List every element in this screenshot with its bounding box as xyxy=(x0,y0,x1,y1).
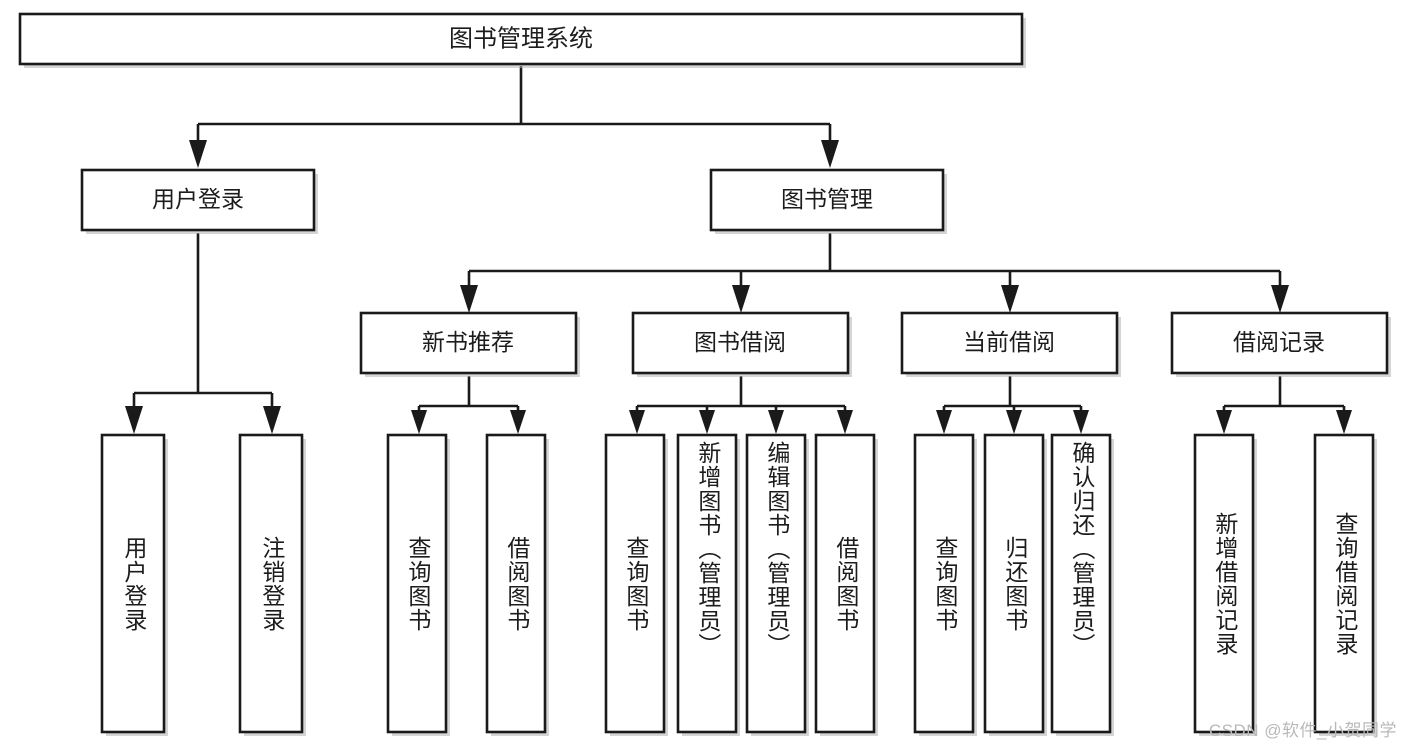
leaf-node-7-box[interactable] xyxy=(814,433,876,734)
arrowhead-book-manage xyxy=(821,140,839,168)
leaf-node-6[interactable] xyxy=(745,433,809,736)
leaf-node-5-box[interactable] xyxy=(676,433,738,734)
leaf-node-1[interactable] xyxy=(238,433,306,736)
node-user-login-label: 用户登录 xyxy=(152,186,244,212)
leaf-node-9[interactable] xyxy=(983,433,1047,736)
leaf-node-2[interactable] xyxy=(386,433,450,736)
arrowhead-currentborrow xyxy=(1001,285,1019,313)
arrowhead-leaf-7 xyxy=(837,410,853,434)
arrowhead-leaf-10 xyxy=(1073,410,1089,434)
node-borrow-record[interactable] xyxy=(1170,311,1391,377)
arrowhead-borrowrecord xyxy=(1271,285,1289,313)
node-root[interactable] xyxy=(18,12,1026,68)
connector-group-newbook xyxy=(411,376,526,434)
leaf-node-4[interactable] xyxy=(604,433,668,736)
arrowhead-leaf-6 xyxy=(768,410,784,434)
leaf-node-7[interactable] xyxy=(814,433,878,736)
node-book-manage-label: 图书管理 xyxy=(781,186,873,212)
arrowhead-leaf-0 xyxy=(125,406,143,434)
leaf-node-11[interactable] xyxy=(1193,433,1257,736)
node-root-label: 图书管理系统 xyxy=(449,25,593,52)
leaf-node-12-box[interactable] xyxy=(1313,433,1375,734)
arrowhead-leaf-2 xyxy=(411,410,427,434)
node-new-book-recommend-label: 新书推荐 xyxy=(422,329,514,355)
node-book-manage[interactable] xyxy=(709,168,947,234)
leaf-node-1-box[interactable] xyxy=(238,433,304,734)
connector-group-book-manage xyxy=(460,233,1289,313)
leaf-node-2-box[interactable] xyxy=(386,433,448,734)
node-book-borrow-label: 图书借阅 xyxy=(694,329,786,355)
node-borrow-record-box[interactable] xyxy=(1170,311,1389,375)
arrowhead-leaf-5 xyxy=(699,410,715,434)
connector-group-borrowrecord xyxy=(1216,376,1352,434)
arrowhead-leaf-11 xyxy=(1216,410,1232,434)
leaf-node-9-box[interactable] xyxy=(983,433,1045,734)
node-user-login[interactable] xyxy=(80,168,318,234)
arrowhead-leaf-1 xyxy=(263,406,281,434)
node-borrow-record-label: 借阅记录 xyxy=(1233,329,1325,355)
leaf-node-3[interactable] xyxy=(485,433,549,736)
node-current-borrow-box[interactable] xyxy=(900,311,1119,375)
arrowhead-leaf-9 xyxy=(1006,410,1022,434)
arrowhead-leaf-8 xyxy=(936,410,952,434)
node-new-book-recommend[interactable] xyxy=(359,311,580,377)
node-book-borrow-box[interactable] xyxy=(631,311,850,375)
connector-group-borrowbook xyxy=(629,376,853,434)
arrowhead-user-login xyxy=(189,140,207,168)
leaf-node-6-box[interactable] xyxy=(745,433,807,734)
watermark-text: CSDN @软件_小贺同学 xyxy=(1208,721,1397,740)
connector-group-user-login xyxy=(125,233,281,434)
leaf-node-10[interactable] xyxy=(1050,433,1114,736)
leaf-node-8-box[interactable] xyxy=(913,433,975,734)
connector-group-currentborrow xyxy=(936,376,1089,434)
node-root-box[interactable] xyxy=(18,12,1024,66)
leaf-node-12[interactable] xyxy=(1313,433,1377,736)
leaf-node-3-box[interactable] xyxy=(485,433,547,734)
leaf-node-10-box[interactable] xyxy=(1050,433,1112,734)
arrowhead-borrowbook xyxy=(732,285,750,313)
arrowhead-leaf-4 xyxy=(629,410,645,434)
leaf-node-8[interactable] xyxy=(913,433,977,736)
leaf-node-0-box[interactable] xyxy=(100,433,166,734)
connector-group-root xyxy=(189,66,839,168)
node-book-borrow[interactable] xyxy=(631,311,852,377)
leaf-node-11-box[interactable] xyxy=(1193,433,1255,734)
node-new-book-recommend-box[interactable] xyxy=(359,311,578,375)
arrowhead-newbook xyxy=(460,285,478,313)
node-current-borrow-label: 当前借阅 xyxy=(963,329,1055,355)
arrowhead-leaf-3 xyxy=(510,410,526,434)
node-book-manage-box[interactable] xyxy=(709,168,945,232)
arrowhead-leaf-12 xyxy=(1336,410,1352,434)
node-current-borrow[interactable] xyxy=(900,311,1121,377)
leaf-node-0[interactable] xyxy=(100,433,168,736)
leaf-node-5[interactable] xyxy=(676,433,740,736)
node-user-login-box[interactable] xyxy=(80,168,316,232)
leaf-node-4-box[interactable] xyxy=(604,433,666,734)
